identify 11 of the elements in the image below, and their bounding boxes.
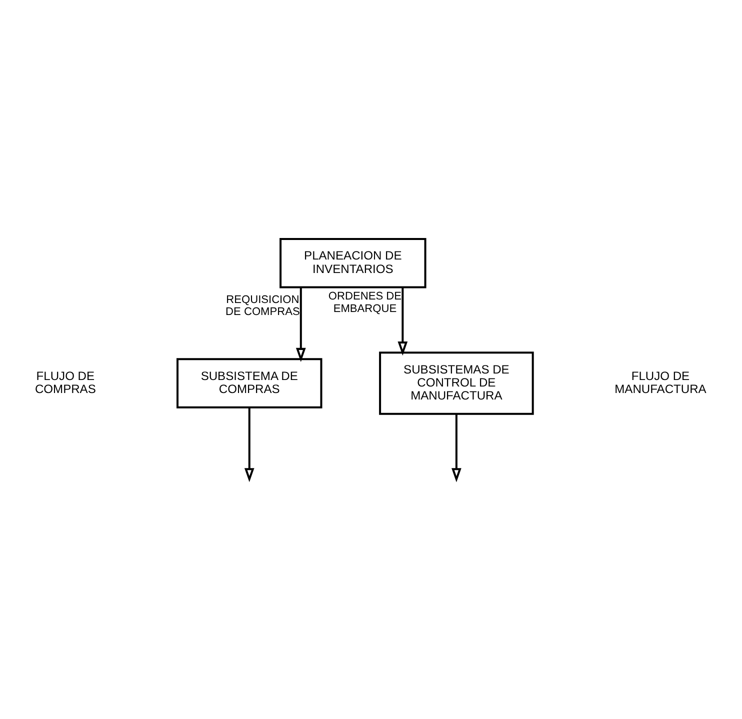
label: FLUJO DE MANUFACTURA [614,368,706,396]
arrow [398,287,408,356]
label: FLUJO DE COMPRAS [34,368,96,396]
arrow [296,287,306,362]
edge-label: REQUISICION DE COMPRAS [226,294,300,318]
node-box: SUBSISTEMA DE COMPRAS [176,358,322,408]
edge-label: ORDENES DE EMBARQUE [328,290,402,315]
arrow [244,408,254,482]
arrow [452,414,462,482]
node-box: PLANEACION DE INVENTARIOS [280,238,426,288]
node-box: SUBSISTEMAS DE CONTROL DE MANUFACTURA [379,352,534,415]
